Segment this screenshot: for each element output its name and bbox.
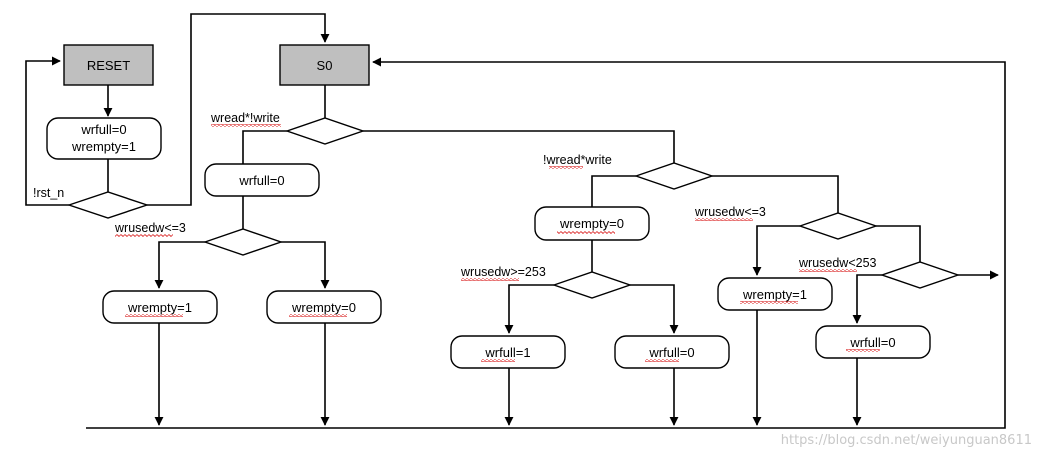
read-empty-set-label: wrempty=1 [127,300,192,315]
write-wrempty-label: wrempty=0 [559,216,624,231]
both-branch-line [712,175,839,213]
state-s0-label: S0 [317,58,333,73]
write-yes-arrow [504,284,554,334]
read-usedw-label: wrusedw<=3 [114,221,186,235]
watermark-text: https://blog.csdn.net/weiyunguan8611 [781,433,1032,448]
write-full-set-box: wrfull=1 [450,335,566,369]
read-yes-arrow [154,241,205,289]
reset-init-box: wrfull=0 wrempty=1 [46,117,162,160]
main-decision-diamond [284,117,366,145]
read-no-arrow [281,241,330,289]
both-no-line [876,225,921,262]
both-wrfull-label: wrfull=0 [849,335,895,350]
reset-init-line2: wrempty=1 [71,139,136,154]
return-to-s0-bus [86,57,1006,429]
both-wrfull-box: wrfull=0 [815,325,931,359]
read-wrfull-label: wrfull=0 [238,173,284,188]
both-wrempty-box: wrempty=1 [717,277,833,311]
read-branch-line [242,130,287,164]
write-full-clear-box: wrfull=0 [614,335,730,369]
rst-n-label: !rst_n [33,186,64,200]
write-wrempty-box: wrempty=0 [534,206,650,241]
read-usedw-diamond [202,228,284,256]
write-full-set-label: wrfull=1 [484,345,530,360]
read-wrfull-box: wrfull=0 [204,163,320,197]
both-usedw-high-label: wrusedw<253 [798,256,877,270]
main-right-line [363,130,675,163]
read-only-label: wread*!write [210,111,280,125]
state-reset-label: RESET [87,58,130,73]
both-wrempty-label: wrempty=1 [742,287,807,302]
both-high-yes-arrow [852,274,882,324]
reset-to-s0-arrow [147,13,330,206]
both-usedw-high-diamond [879,261,961,289]
both-usedw-diamond [797,212,879,240]
write-only-label: !wread*write [543,153,612,167]
state-s0: S0 [279,44,370,86]
write-decision-diamond [633,162,715,190]
write-full-clear-label: wrfull=0 [648,345,694,360]
state-reset: RESET [63,44,154,86]
read-empty-clear-box: wrempty=0 [266,290,382,324]
both-usedw-low-label: wrusedw<=3 [694,205,766,219]
both-yes-arrow [752,225,800,276]
write-no-arrow [630,284,679,334]
read-empty-clear-label: wrempty=0 [291,300,356,315]
rst-decision-diamond [66,191,150,219]
rst-loop-arrow [25,56,69,206]
write-usedw-label: wrusedw>=253 [460,265,546,279]
reset-init-line1: wrfull=0 [80,122,126,137]
write-usedw-diamond [551,271,633,299]
write-branch-line [591,175,636,207]
read-empty-set-box: wrempty=1 [102,290,218,324]
